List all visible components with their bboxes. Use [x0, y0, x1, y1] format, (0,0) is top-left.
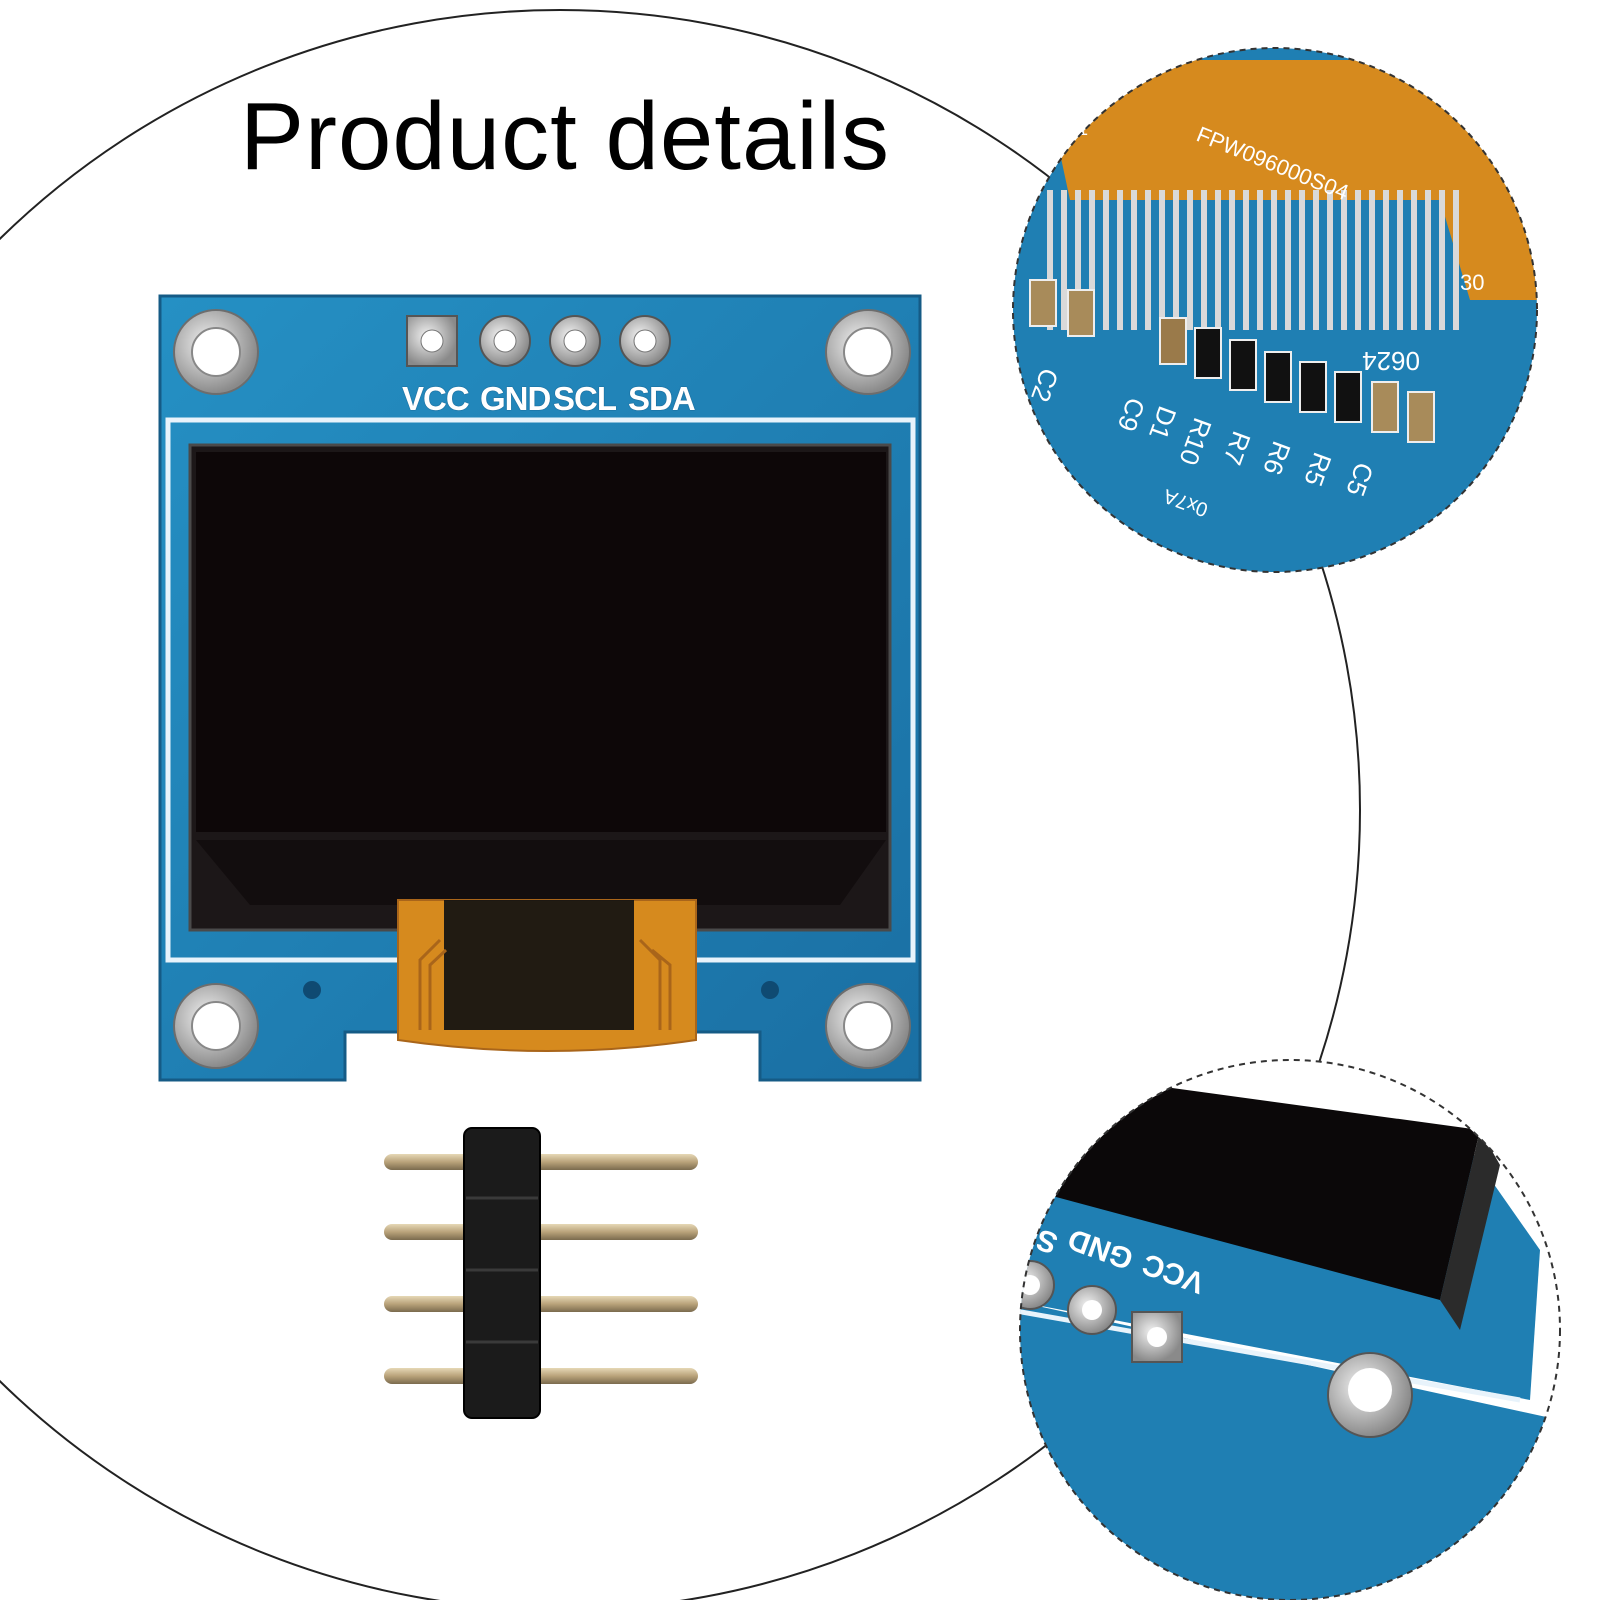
pin-label-scl: SCL — [553, 380, 617, 417]
header-pad-gnd — [479, 315, 531, 367]
oled-module — [158, 294, 922, 1082]
header-housing — [463, 1127, 541, 1419]
header-pad-sda — [619, 315, 671, 367]
pin-header — [384, 1127, 698, 1419]
zoom-mounting-hole — [1327, 1352, 1413, 1438]
pin-label-sda: SDA — [628, 380, 696, 417]
zoom-pad-vcc — [1131, 1311, 1183, 1363]
mounting-hole — [173, 309, 259, 395]
mounting-hole — [825, 983, 911, 1069]
header-pad-vcc — [406, 315, 458, 367]
zoom-detail-top: FPW096000S04 1 30 0624 0x7A C2 C9 D1 R10… — [1012, 47, 1538, 573]
pin-label-gnd: GND — [480, 380, 551, 417]
zoom-circle-bottom — [1019, 1059, 1561, 1600]
zoom-circle-top — [1012, 47, 1538, 573]
oled-screen — [196, 452, 886, 832]
zoom-pad-gnd — [1067, 1285, 1117, 1335]
zoom-pad-scl — [1020, 1260, 1055, 1310]
smd-components — [1029, 279, 1435, 443]
flex-pin-end: 30 — [1460, 270, 1484, 295]
pin-label-vcc: VCC — [402, 380, 470, 417]
background-circle — [0, 9, 1361, 1600]
mounting-hole — [825, 309, 911, 395]
header-pad-scl — [549, 315, 601, 367]
board-code: 0624 — [1362, 346, 1420, 376]
mounting-hole — [173, 983, 259, 1069]
zoom-detail-bottom: VCC GND SCL — [1019, 1059, 1561, 1600]
page-title: Product details — [240, 83, 891, 190]
